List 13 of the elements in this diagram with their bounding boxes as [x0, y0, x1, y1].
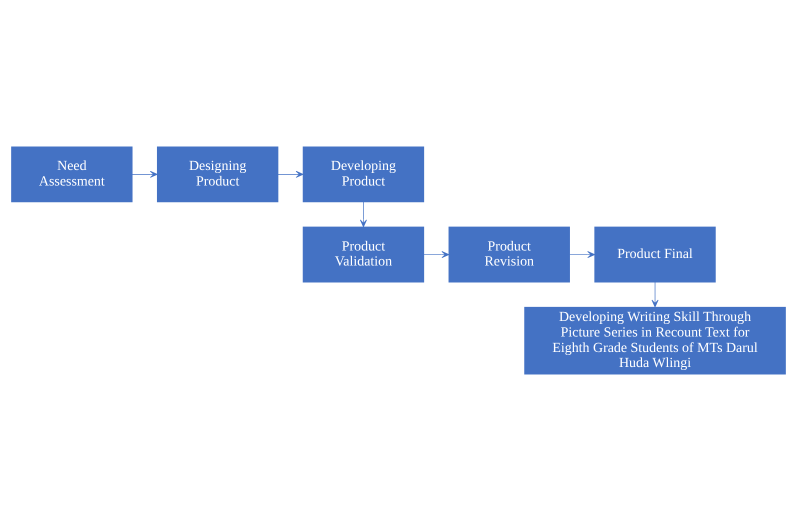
arrow: [132, 170, 158, 178]
arrow: [423, 250, 450, 258]
arrow: [569, 250, 595, 258]
arrow: [360, 201, 367, 227]
node-box: Product Revision: [448, 226, 570, 282]
node-box: Developing Product: [302, 146, 424, 202]
node-box: Designing Product: [156, 146, 278, 202]
node-box: Product Validation: [302, 226, 424, 282]
arrow: [278, 170, 304, 178]
node-box: Developing Writing Skill Through Picture Series in Recount Text for Eighth Grade Students of MTs Darul Huda Wlingi: [524, 306, 786, 374]
node-box: Product Final: [594, 226, 716, 282]
arrow: [652, 281, 659, 307]
node-box: Need Assessment: [11, 146, 133, 202]
